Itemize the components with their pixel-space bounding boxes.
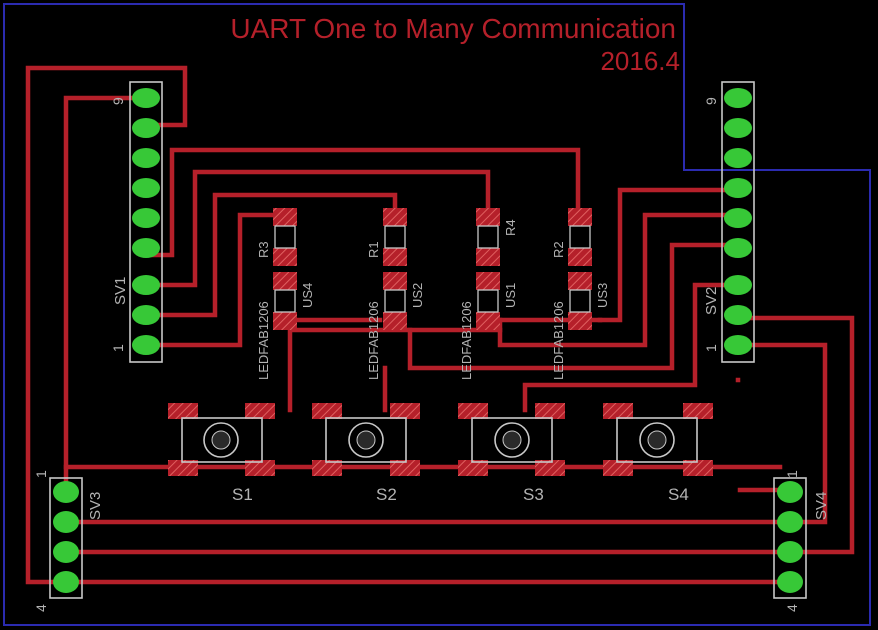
us2-label: US2 <box>410 283 425 308</box>
r2-label: R2 <box>551 241 566 258</box>
sv2-pin-first: 1 <box>703 344 719 352</box>
r1-label: R1 <box>366 241 381 258</box>
header-sv3: SV3 1 4 <box>33 470 104 612</box>
sv1-pin-last: 9 <box>110 97 126 105</box>
s4-label: S4 <box>668 485 689 504</box>
resistor-r1: R1 <box>366 208 407 266</box>
sv2-label: SV2 <box>703 287 720 315</box>
resistor-r2: R2 <box>551 208 592 266</box>
traces <box>25 65 855 585</box>
sv4-label: SV4 <box>813 492 830 520</box>
s1-label: S1 <box>232 485 253 504</box>
sv3-pin-first: 1 <box>33 470 49 478</box>
led-us3: LEDFAB1206 US3 <box>551 272 610 380</box>
sv1-label: SV1 <box>112 277 129 305</box>
us4-label: US4 <box>300 283 315 308</box>
switch-s2: S2 <box>312 403 420 504</box>
switch-s4: S4 <box>603 403 713 504</box>
us2-value: LEDFAB1206 <box>366 301 381 380</box>
us1-label: US1 <box>503 283 518 308</box>
board-date: 2016.4 <box>600 46 680 76</box>
sv4-pin-first: 1 <box>784 470 800 478</box>
r3-label: R3 <box>256 241 271 258</box>
us3-value: LEDFAB1206 <box>551 301 566 380</box>
sv3-label: SV3 <box>87 492 104 520</box>
board-outline <box>3 3 871 626</box>
resistor-r3: R3 <box>256 208 297 266</box>
us1-value: LEDFAB1206 <box>459 301 474 380</box>
sv4-pin-last: 4 <box>784 604 800 612</box>
sv3-pin-last: 4 <box>33 604 49 612</box>
header-sv1: SV1 1 9 <box>110 81 163 363</box>
switch-s1: S1 <box>168 403 275 504</box>
sv1-pin-first: 1 <box>110 344 126 352</box>
sv2-pin-last: 9 <box>703 97 719 105</box>
led-us1: LEDFAB1206 US1 <box>459 272 518 380</box>
us4-value: LEDFAB1206 <box>256 301 271 380</box>
resistor-r4: R4 <box>476 208 518 266</box>
header-sv4: SV4 1 4 <box>773 470 830 612</box>
s3-label: S3 <box>523 485 544 504</box>
s2-label: S2 <box>376 485 397 504</box>
us3-label: US3 <box>595 283 610 308</box>
switch-s3: S3 <box>458 403 565 504</box>
header-sv2: SV2 1 9 <box>703 81 755 363</box>
r4-label: R4 <box>503 219 518 236</box>
led-us2: LEDFAB1206 US2 <box>366 272 425 380</box>
board-title: UART One to Many Communication <box>230 13 676 44</box>
led-us4: LEDFAB1206 US4 <box>256 272 315 380</box>
